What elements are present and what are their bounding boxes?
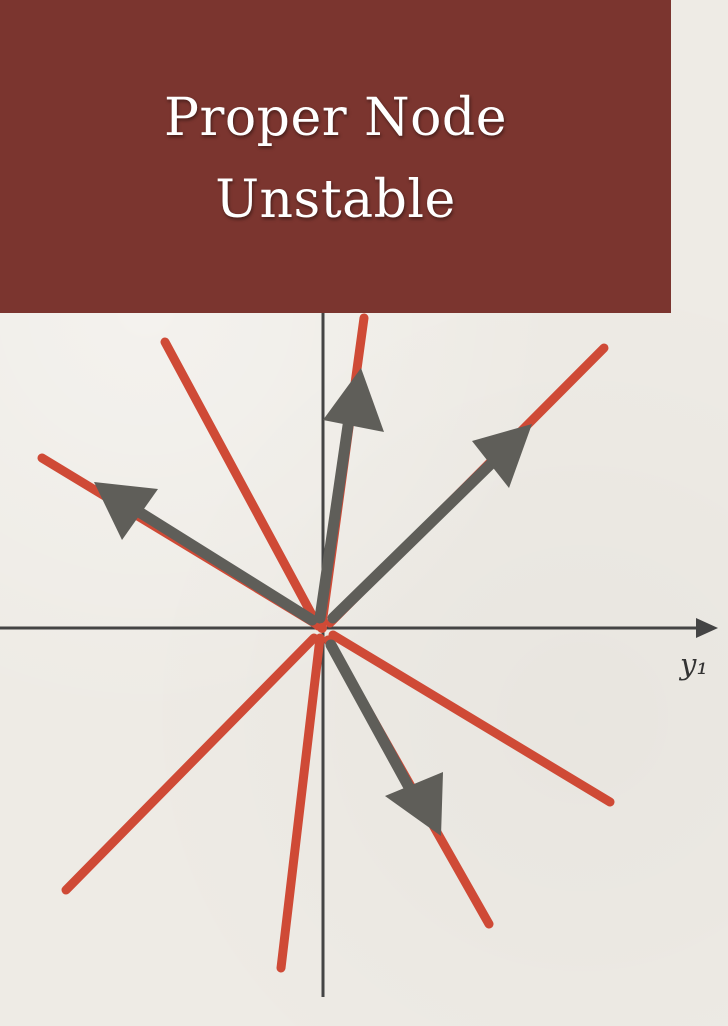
trajectory-down <box>276 633 325 973</box>
trajectory-down-right <box>328 630 615 807</box>
trajectory-up-left-steep <box>160 337 323 631</box>
origin-point <box>317 623 327 633</box>
title-banner: Proper Node Unstable <box>0 0 671 313</box>
arrow-head-up-left <box>94 482 158 540</box>
arrow-head-down-right <box>385 772 443 836</box>
title-line-1: Proper Node <box>164 88 507 148</box>
arrow-shaft-up <box>314 399 357 624</box>
arrow-shaft-down-right <box>325 639 422 806</box>
arrow-shaft-up-right <box>327 449 506 624</box>
x-axis-arrowhead <box>696 618 718 638</box>
x-axis-label: y₁ <box>680 647 709 681</box>
trajectory-down-left <box>61 633 319 895</box>
arrow-head-up-right <box>472 424 532 488</box>
title-line-2: Unstable <box>215 170 456 230</box>
arrow-shaft-up-left <box>122 499 318 626</box>
arrow-head-up <box>323 368 384 432</box>
gray-direction-arrows <box>94 368 532 836</box>
